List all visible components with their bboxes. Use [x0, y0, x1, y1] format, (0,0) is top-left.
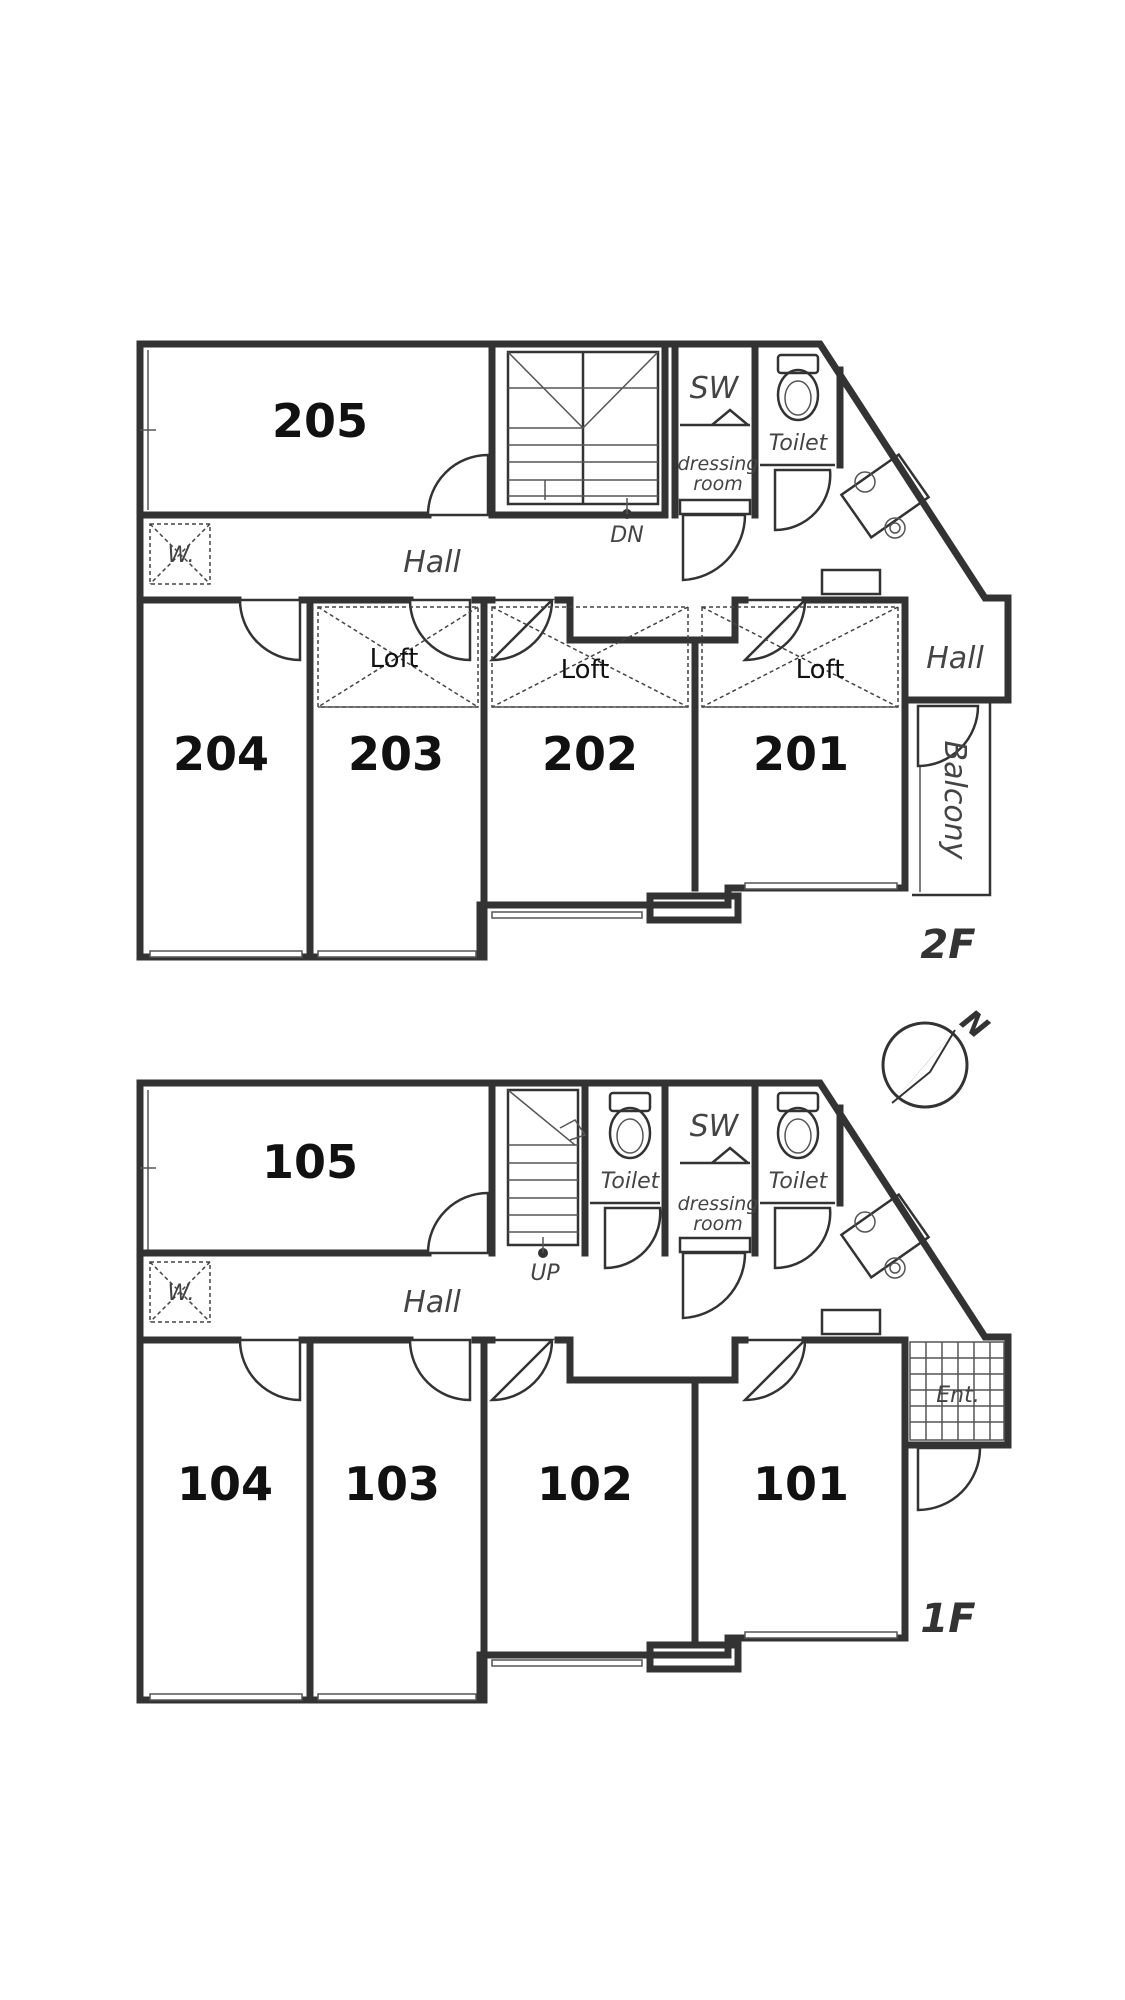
toilet-label-1f-a: Toilet — [601, 1169, 661, 1194]
stairs-1f — [506, 1088, 587, 1258]
washer-label-2f: W. — [168, 543, 195, 568]
washer-space-2f — [149, 523, 211, 585]
hall-side-label-2f: Hall — [926, 641, 984, 676]
loft-label-203: Loft — [370, 644, 419, 674]
loft-label-202: Loft — [561, 655, 610, 685]
window-102 — [491, 1659, 643, 1667]
door-dressing-1f[interactable] — [681, 1251, 747, 1320]
door-202[interactable] — [488, 598, 556, 662]
loft-label-201: Loft — [796, 655, 845, 685]
door-102[interactable] — [488, 1338, 556, 1402]
window-104 — [149, 1693, 303, 1701]
window-101 — [744, 1631, 898, 1639]
room-101-label: 101 — [753, 1457, 849, 1511]
dressing-label-2f: dressing — [678, 453, 759, 475]
toilet-label-2f: Toilet — [769, 431, 829, 456]
entrance-tiles — [909, 1341, 1005, 1441]
toilet-label-1f-b: Toilet — [769, 1169, 829, 1194]
door-entrance[interactable] — [916, 1446, 982, 1512]
sw-label-1f: SW — [690, 1109, 740, 1144]
door-105[interactable] — [426, 1191, 490, 1255]
door-toilet-1f-b[interactable] — [773, 1206, 832, 1270]
toilet-icon-1f-a — [608, 1091, 652, 1160]
door-204[interactable] — [238, 598, 302, 662]
kitchen-sink-2f — [839, 452, 931, 540]
door-201[interactable] — [741, 598, 809, 662]
entrance-label: Ent. — [936, 1383, 979, 1408]
compass: N — [881, 1003, 995, 1109]
room-word-label-1f: room — [693, 1213, 743, 1235]
window-201 — [744, 882, 898, 890]
hall-label-2f: Hall — [403, 545, 461, 580]
stairs-label-2f: DN — [610, 523, 643, 548]
room-202-label: 202 — [542, 727, 638, 781]
door-103[interactable] — [408, 1338, 472, 1402]
door-toilet-1f-a[interactable] — [603, 1206, 662, 1270]
stairs-label-1f: UP — [530, 1261, 560, 1286]
hall-label-1f: Hall — [403, 1285, 461, 1320]
loft-203 — [317, 606, 479, 708]
room-201-label: 201 — [753, 727, 849, 781]
outer-wall-2f — [136, 340, 1012, 961]
floor-label-2f: 2F — [920, 922, 975, 968]
room-203-label: 203 — [348, 727, 444, 781]
room-104-label: 104 — [177, 1457, 273, 1511]
loft-202 — [491, 606, 689, 708]
toilet-icon-1f-b — [776, 1091, 820, 1160]
room-205-label: 205 — [272, 394, 368, 448]
window-103 — [317, 1693, 477, 1701]
door-101[interactable] — [741, 1338, 809, 1402]
room-word-label-2f: room — [693, 473, 743, 495]
window-203 — [317, 950, 477, 958]
floor-label-1f: 1F — [920, 1596, 975, 1642]
balcony-label: Balcony — [937, 741, 972, 861]
outer-wall-1f — [136, 1079, 1012, 1704]
door-balcony[interactable] — [916, 704, 980, 768]
room-102-label: 102 — [537, 1457, 633, 1511]
floor-1f: 105 104 103 102 101 Hall Ent. W. UP SW d… — [136, 1079, 1012, 1704]
window-202 — [491, 911, 643, 919]
toilet-icon-2f — [776, 353, 820, 422]
door-toilet-2f[interactable] — [773, 468, 832, 532]
dressing-label-1f: dressing — [678, 1193, 759, 1215]
room-105-label: 105 — [262, 1135, 358, 1189]
room-103-label: 103 — [344, 1457, 440, 1511]
door-205[interactable] — [426, 453, 490, 517]
door-dressing-2f[interactable] — [681, 513, 747, 582]
window-204 — [149, 950, 303, 958]
room-204-label: 204 — [173, 727, 269, 781]
door-104[interactable] — [238, 1338, 302, 1402]
washer-label-1f: W. — [168, 1281, 195, 1306]
floor-2f: 205 204 203 202 201 Hall Hall W. DN SW d… — [136, 340, 1012, 968]
kitchen-sink-1f — [839, 1192, 931, 1280]
stairs-2f — [506, 350, 660, 519]
loft-201 — [701, 606, 899, 708]
washer-space-1f — [149, 1261, 211, 1323]
sw-label-2f: SW — [690, 371, 740, 406]
